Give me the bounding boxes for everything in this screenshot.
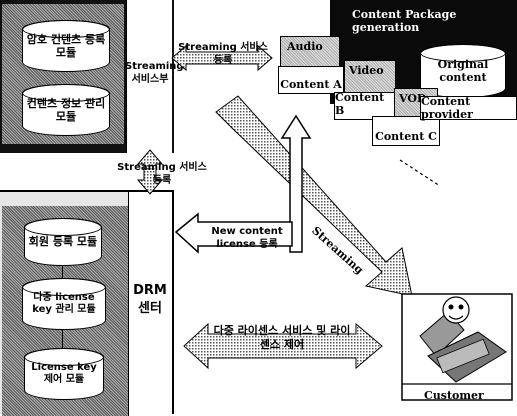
label-streaming-reg-mid: Streaming 서비스 등록 [112,162,212,187]
label-multi-license: 다중 라이센스 서비스 및 라이센스 제어 [212,324,352,353]
label-streaming-reg-top: Streaming 서비스 등록 [176,42,270,67]
label-new-content-license: New content license 등록 [208,226,286,251]
customer-label: Customer [424,389,484,402]
dashed-connector [400,160,440,186]
customer-computer-icon [402,294,512,400]
arrow-streaming-diagonal [216,96,412,296]
